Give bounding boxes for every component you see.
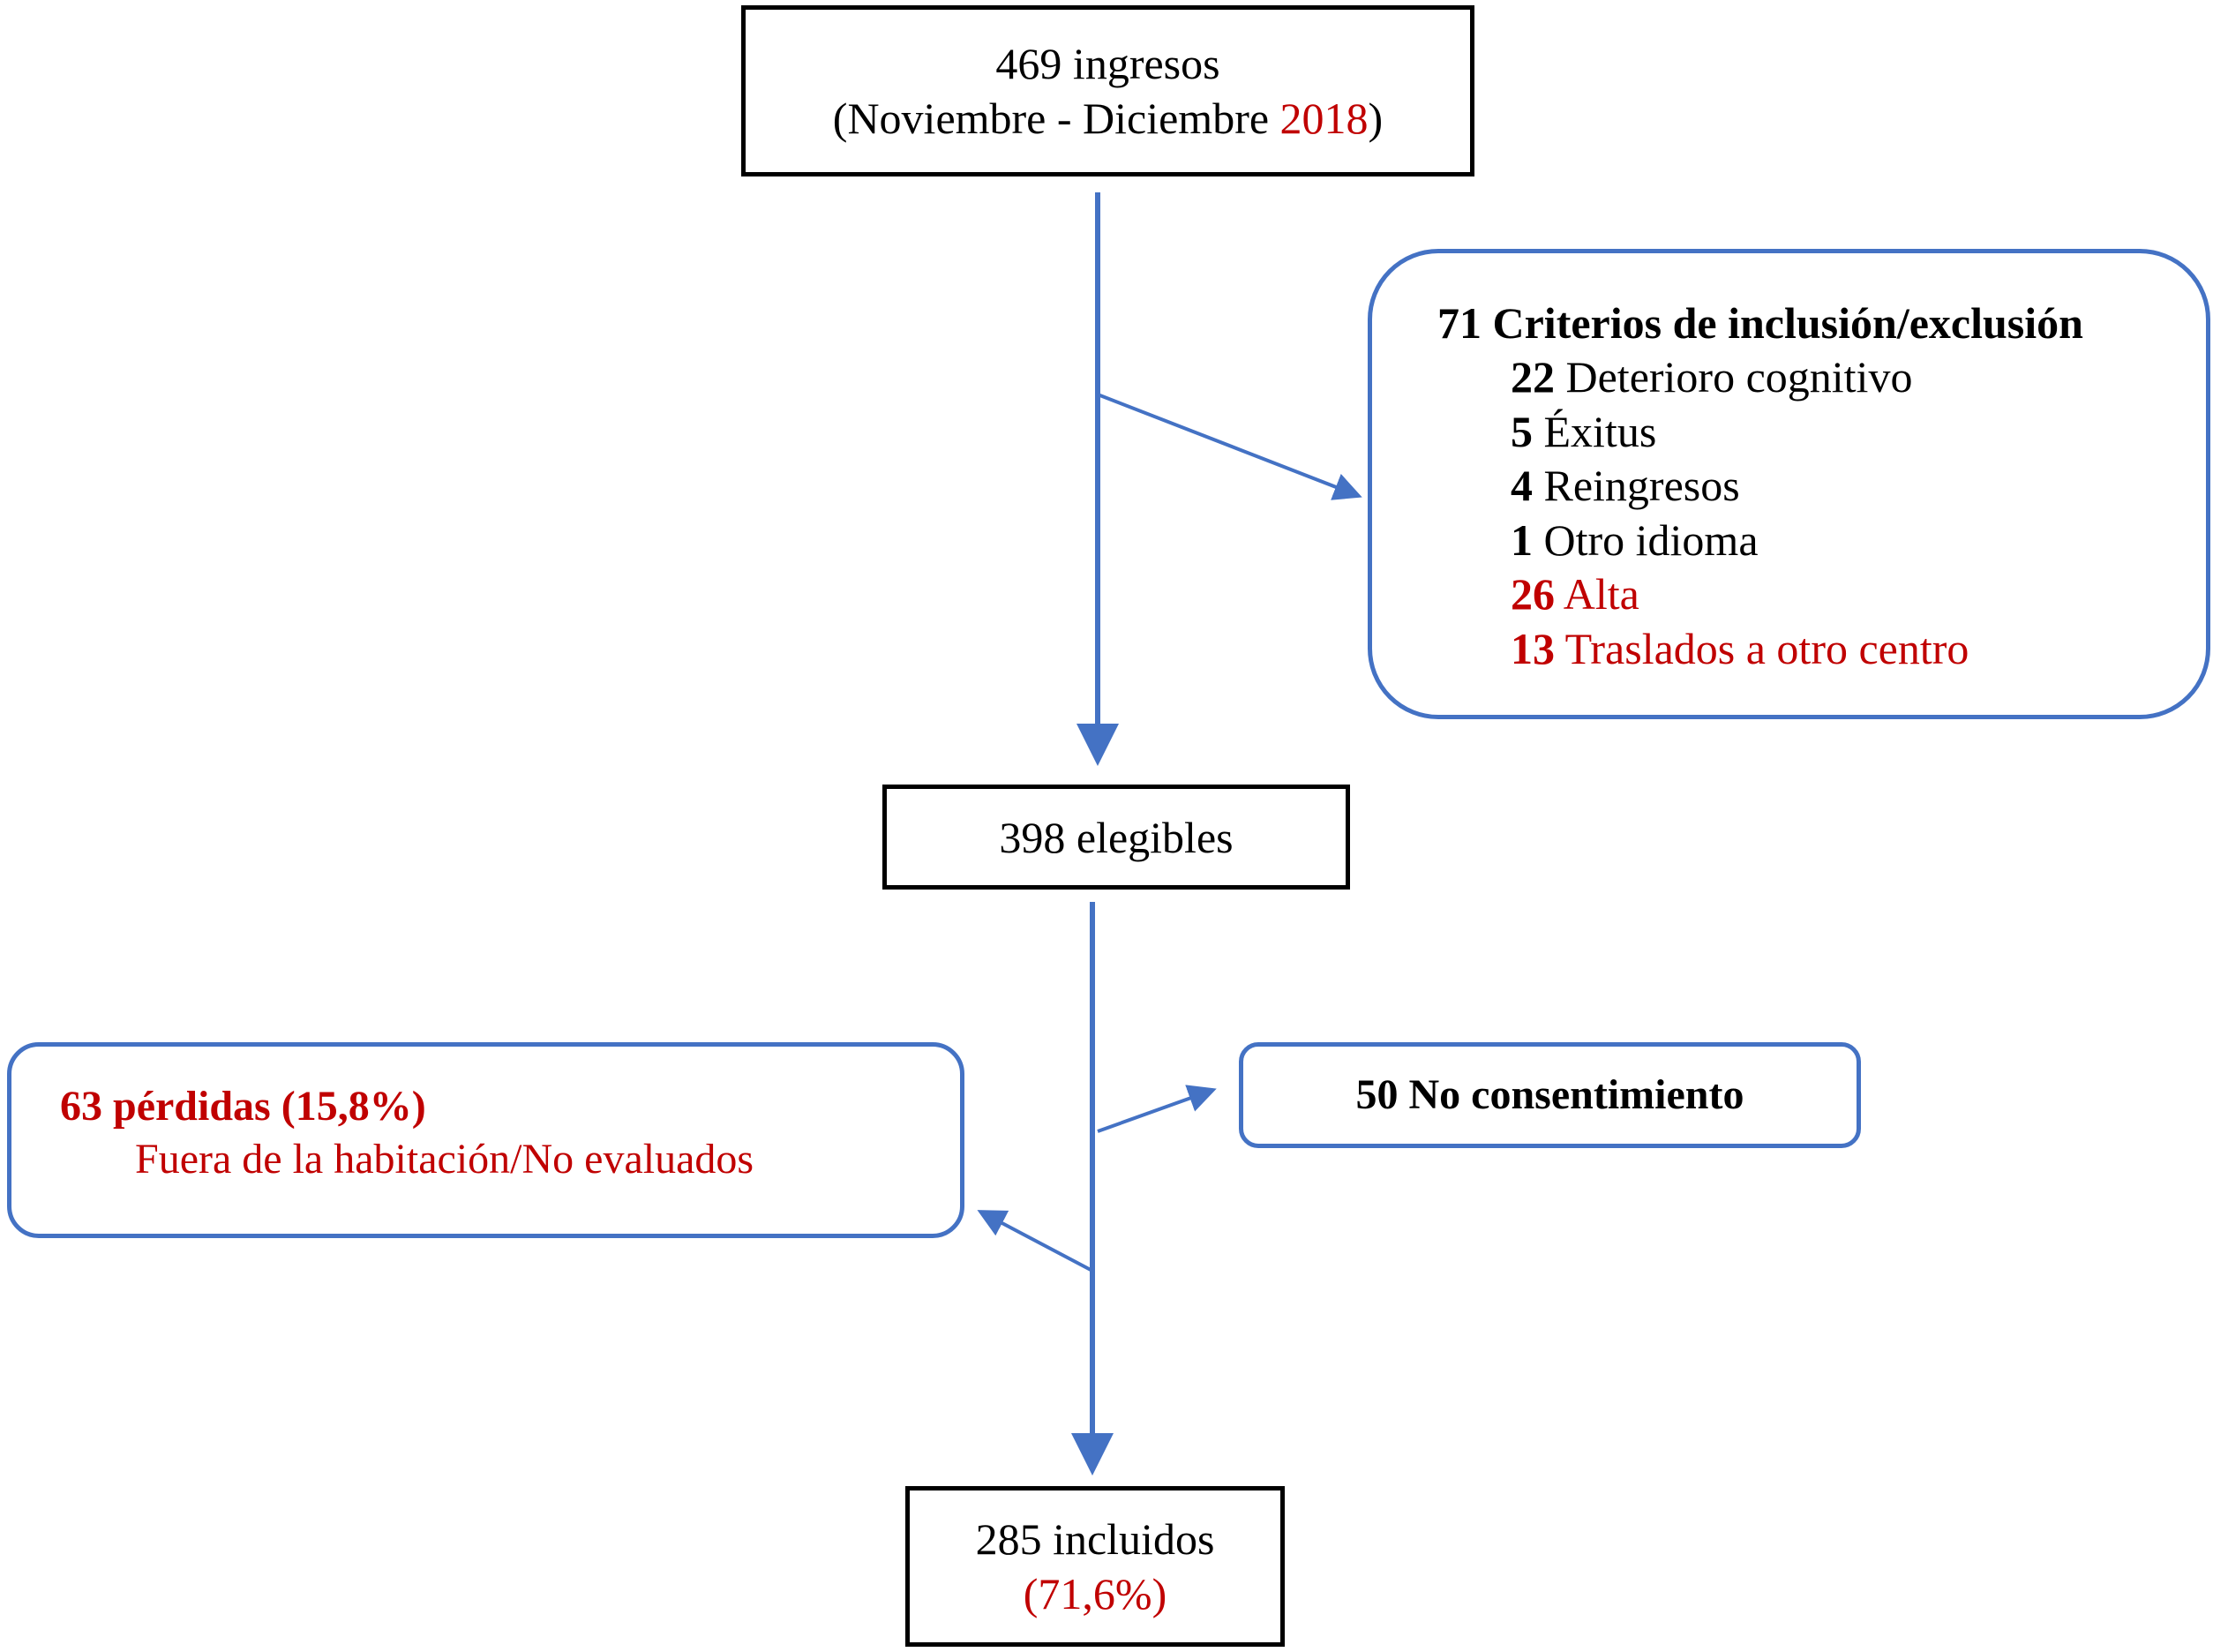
ingresos-period-close: )	[1368, 94, 1384, 143]
criterios-item-count: 1	[1511, 514, 1533, 565]
criterios-title: 71 Criterios de inclusión/exclusión	[1437, 298, 2083, 348]
ingresos-count: 469 ingresos	[995, 39, 1220, 88]
ingresos-box: 469 ingresos (Noviembre - Diciembre 2018…	[741, 5, 1474, 176]
incluidos-count: 285 incluidos	[975, 1514, 1215, 1564]
criterios-item-label: Éxitus	[1543, 406, 1657, 456]
criterios-item-label: Deterioro cognitivo	[1565, 352, 1913, 402]
criterios-item: 26 Alta	[1511, 567, 1969, 622]
criterios-item-count: 5	[1511, 406, 1533, 456]
ingresos-period: (Noviembre - Diciembre 2018)	[833, 91, 1383, 146]
criterios-item: 5 Éxitus	[1511, 405, 1969, 460]
criterios-item-count: 4	[1511, 461, 1533, 510]
criterios-item-count: 26	[1511, 569, 1555, 619]
elegibles-box: 398 elegibles	[882, 785, 1350, 890]
perdidas-subtitle: Fuera de la habitación/No evaluados	[135, 1136, 754, 1183]
ingresos-period-months: (Noviembre - Diciembre	[832, 94, 1280, 143]
no-consentimiento-label: 50 No consentimiento	[1355, 1071, 1744, 1118]
no-consentimiento-box: 50 No consentimiento	[1239, 1042, 1861, 1148]
perdidas-title: 63 pérdidas (15,8%)	[60, 1083, 426, 1130]
perdidas-box: 63 pérdidas (15,8%) Fuera de la habitaci…	[7, 1042, 964, 1238]
criterios-item-label: Alta	[1563, 569, 1639, 619]
arrow-to-no-consentimiento	[1097, 1085, 1217, 1133]
arrow-to-criterios	[1097, 393, 1362, 500]
incluidos-box: 285 incluidos (71,6%)	[905, 1486, 1285, 1647]
arrow-to-perdidas	[977, 1210, 1093, 1273]
criterios-box: 71 Criterios de inclusión/exclusión 22 D…	[1368, 249, 2210, 719]
criterios-item: 22 Deterioro cognitivo	[1511, 350, 1969, 405]
criterios-list: 22 Deterioro cognitivo 5 Éxitus 4 Reingr…	[1511, 350, 1969, 676]
criterios-item-count: 22	[1511, 352, 1555, 402]
criterios-item-count: 13	[1511, 623, 1555, 673]
ingresos-period-year: 2018	[1279, 94, 1369, 143]
criterios-item: 4 Reingresos	[1511, 459, 1969, 514]
criterios-item-label: Traslados a otro centro	[1564, 623, 1969, 673]
criterios-item: 1 Otro idioma	[1511, 514, 1969, 568]
criterios-item-label: Otro idioma	[1543, 514, 1759, 565]
criterios-item: 13 Traslados a otro centro	[1511, 622, 1969, 677]
criterios-item-label: Reingresos	[1543, 461, 1740, 510]
elegibles-label: 398 elegibles	[999, 812, 1234, 862]
incluidos-percentage: (71,6%)	[1023, 1569, 1167, 1618]
